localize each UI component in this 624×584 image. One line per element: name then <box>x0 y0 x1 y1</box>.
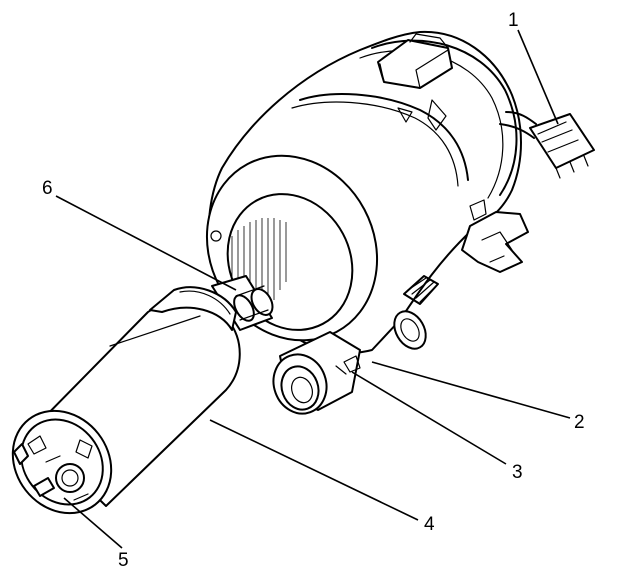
leader-4 <box>209 419 419 521</box>
leader-6 <box>55 195 237 291</box>
leader-lines <box>55 29 571 549</box>
leader-1 <box>517 29 559 125</box>
filter-port <box>272 331 361 415</box>
leader-3 <box>351 371 507 465</box>
fuel-pump <box>11 286 241 515</box>
reservoir-housing <box>205 30 529 354</box>
pump-inlet-tube <box>211 275 274 331</box>
ribbed-neck <box>403 275 439 305</box>
callout-6: 6 <box>42 178 53 199</box>
callout-5: 5 <box>118 550 129 571</box>
callout-2: 2 <box>574 412 585 433</box>
callout-3: 3 <box>512 462 523 483</box>
electrical-connector <box>499 111 595 179</box>
callout-4: 4 <box>424 514 435 535</box>
leader-2 <box>371 361 571 419</box>
leader-5 <box>63 497 123 549</box>
callout-1: 1 <box>508 10 519 31</box>
